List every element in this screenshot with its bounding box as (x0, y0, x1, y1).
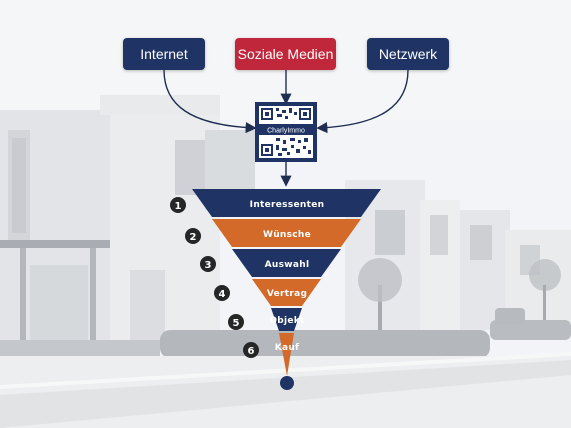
step-circle-1 (170, 197, 186, 213)
step-number-2: 2 (190, 232, 197, 243)
step-number-6: 6 (248, 346, 255, 357)
funnel-label-5: Objekt (269, 316, 305, 326)
funnel-label-2: Wünsche (263, 230, 311, 240)
qr-code-icon: CharlyImmo (255, 102, 317, 162)
step-number-4: 4 (219, 289, 226, 300)
step-number-1: 1 (175, 201, 182, 212)
funnel-stage-6 (279, 333, 294, 376)
funnel-stage-5 (271, 308, 302, 331)
funnel-label-1: Interessenten (250, 200, 325, 210)
funnel: Interessenten Wünsche Auswahl Vertrag Ob… (192, 189, 381, 390)
step-number-3: 3 (205, 260, 212, 271)
qr-brand-text: CharlyImmo (267, 128, 305, 135)
funnel-end-dot (280, 376, 294, 390)
step-number-5: 5 (233, 318, 240, 329)
step-markers: 1 2 3 4 5 6 (170, 197, 259, 358)
step-circle-4 (214, 285, 230, 301)
arrow-internet-to-qr (163, 69, 257, 134)
step-circle-5 (228, 314, 244, 330)
step-circle-3 (200, 256, 216, 272)
source-label-internet: Internet (140, 46, 188, 62)
funnel-stage-2 (212, 219, 361, 247)
step-circle-2 (185, 228, 201, 244)
funnel-stage-3 (232, 249, 341, 277)
source-label-network: Netzwerk (378, 46, 438, 62)
funnel-label-4: Vertrag (267, 289, 307, 299)
source-box-internet: Internet (123, 38, 205, 70)
source-label-social-media: Soziale Medien (237, 46, 334, 62)
arrow-network-to-qr (316, 69, 409, 134)
source-box-social-media: Soziale Medien (235, 38, 336, 70)
step-circle-6 (243, 342, 259, 358)
funnel-stage-1 (192, 189, 381, 217)
funnel-stage-4 (252, 279, 321, 306)
funnel-label-6: Kauf (275, 343, 300, 353)
source-box-network: Netzwerk (367, 38, 449, 70)
funnel-label-3: Auswahl (265, 260, 310, 270)
